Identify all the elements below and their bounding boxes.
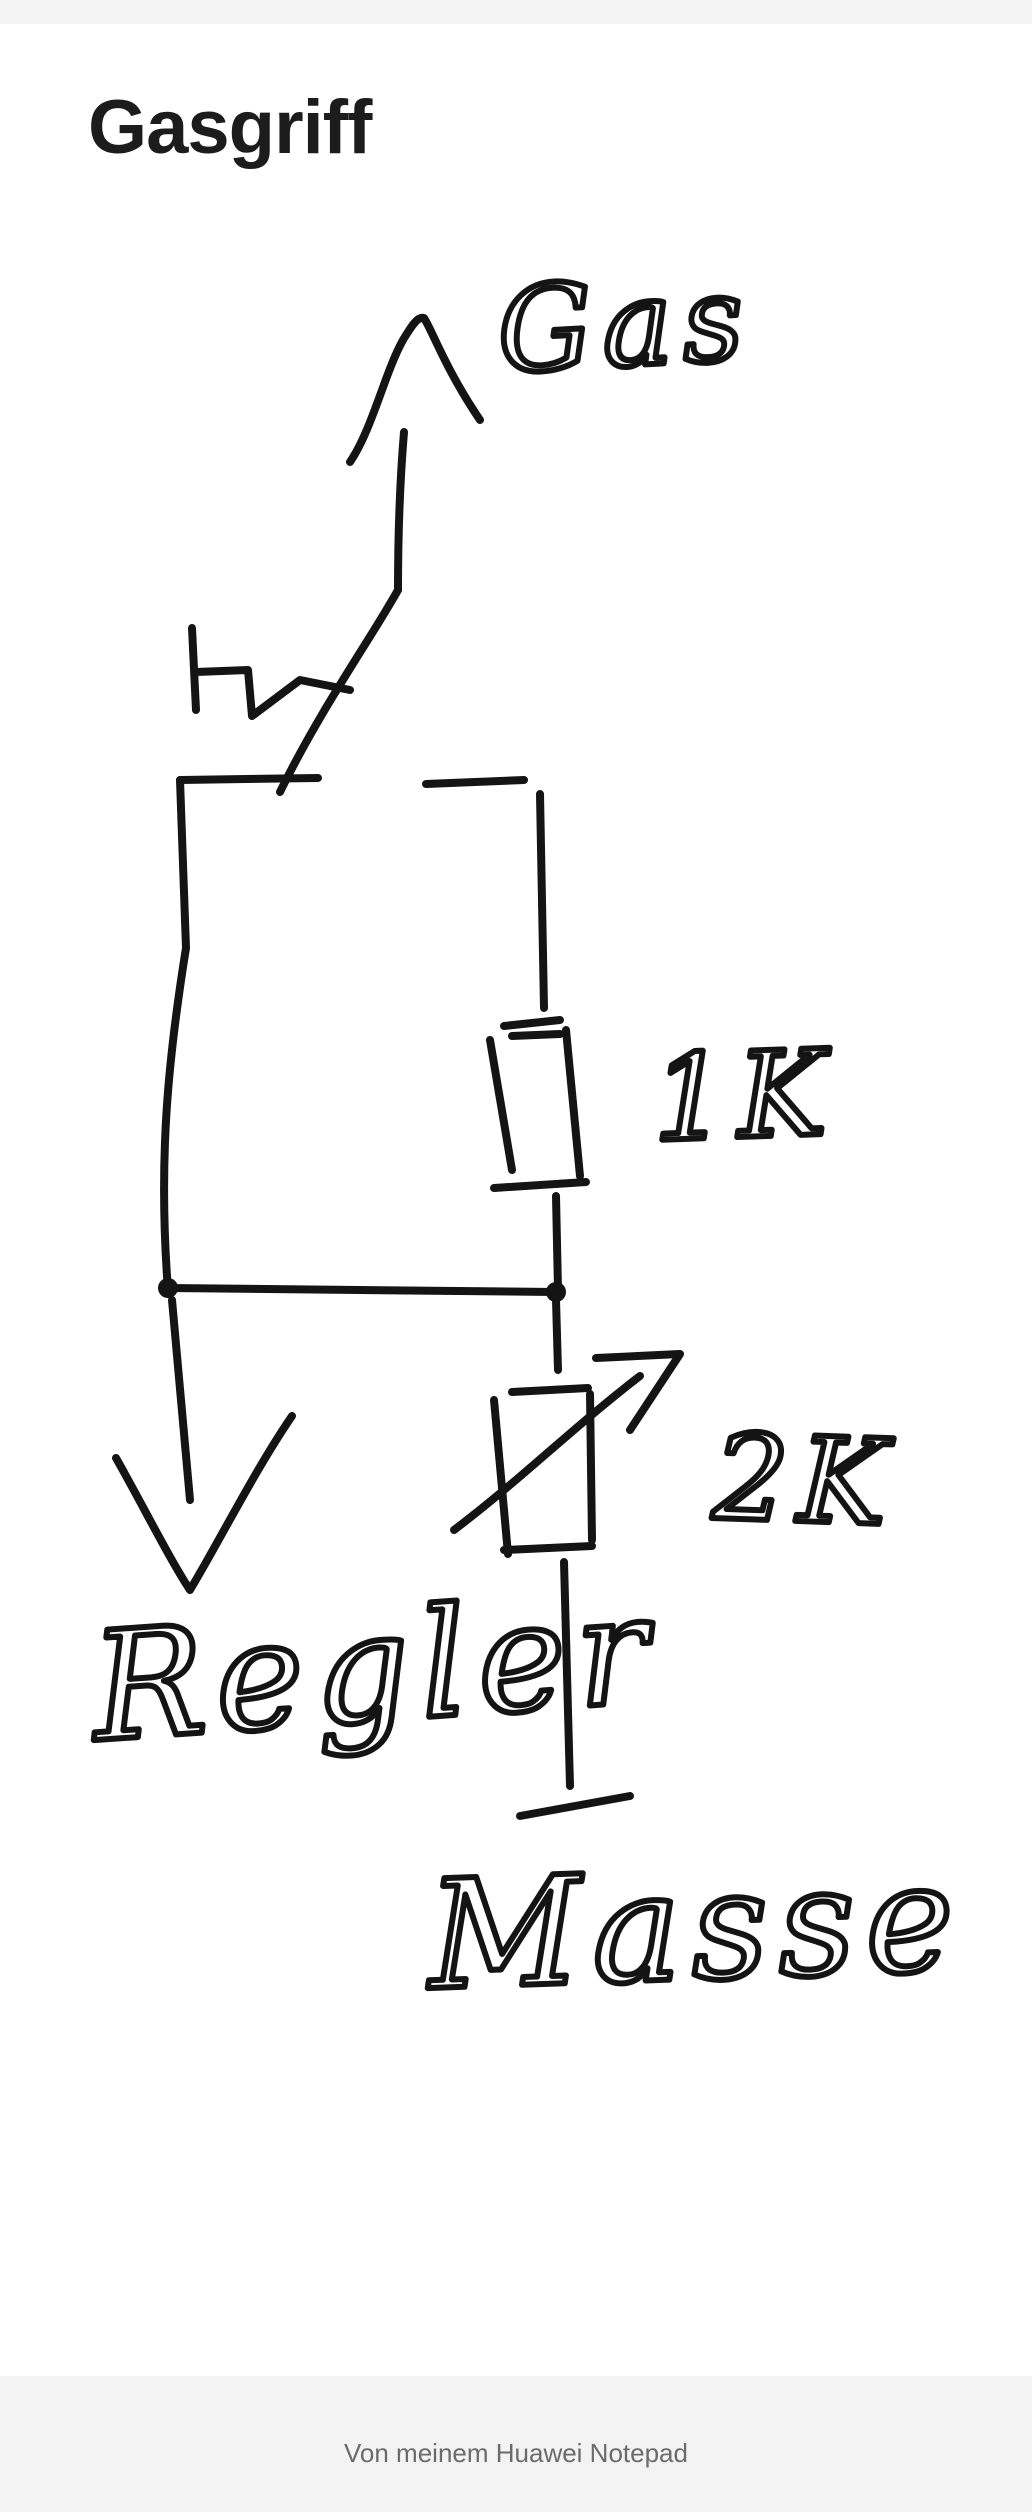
switch-lever xyxy=(276,586,402,796)
resistor-1k-bottom xyxy=(490,1178,590,1192)
potentiometer-2k-top xyxy=(508,1384,592,1396)
label-1k: 1K xyxy=(650,1024,838,1168)
junction-node-right xyxy=(546,1282,566,1302)
potentiometer-2k-body xyxy=(490,1390,596,1558)
note-card: Gasgriff xyxy=(0,24,1032,2376)
gas-arrow-shaft xyxy=(394,428,408,594)
resistor-1k-top xyxy=(500,1016,564,1030)
regler-arrow-head xyxy=(112,1412,296,1594)
left-wire-lower xyxy=(160,944,190,1294)
label-2k: 2K xyxy=(710,1408,899,1552)
label-gas: Gas xyxy=(494,249,756,400)
note-title[interactable]: Gasgriff xyxy=(88,85,372,170)
ground-bar xyxy=(516,1792,634,1820)
label-masse: Masse xyxy=(422,1831,966,2024)
footer-attribution: Von meinem Huawei Notepad xyxy=(344,2438,688,2468)
left-wire-upper xyxy=(176,776,190,952)
footer: Von meinem Huawei Notepad xyxy=(0,2376,1032,2512)
junction-node-left xyxy=(158,1278,178,1298)
right-wire-upper xyxy=(536,790,548,1012)
right-wire-lower xyxy=(552,1296,562,1374)
top-left-wire xyxy=(176,774,322,784)
potentiometer-2k-arrow xyxy=(450,1350,684,1534)
right-wire-middle xyxy=(552,1192,562,1294)
resistor-1k-body xyxy=(486,1026,584,1180)
gas-arrow-head xyxy=(346,313,484,466)
switch-contact-symbol xyxy=(188,624,354,720)
regler-arrow-shaft xyxy=(168,1296,194,1504)
label-regler: Regler xyxy=(83,1563,663,1776)
potentiometer-2k-bottom xyxy=(500,1542,596,1554)
ground-wire xyxy=(560,1558,574,1790)
top-right-wire xyxy=(422,776,528,788)
junction-wire xyxy=(164,1284,560,1296)
